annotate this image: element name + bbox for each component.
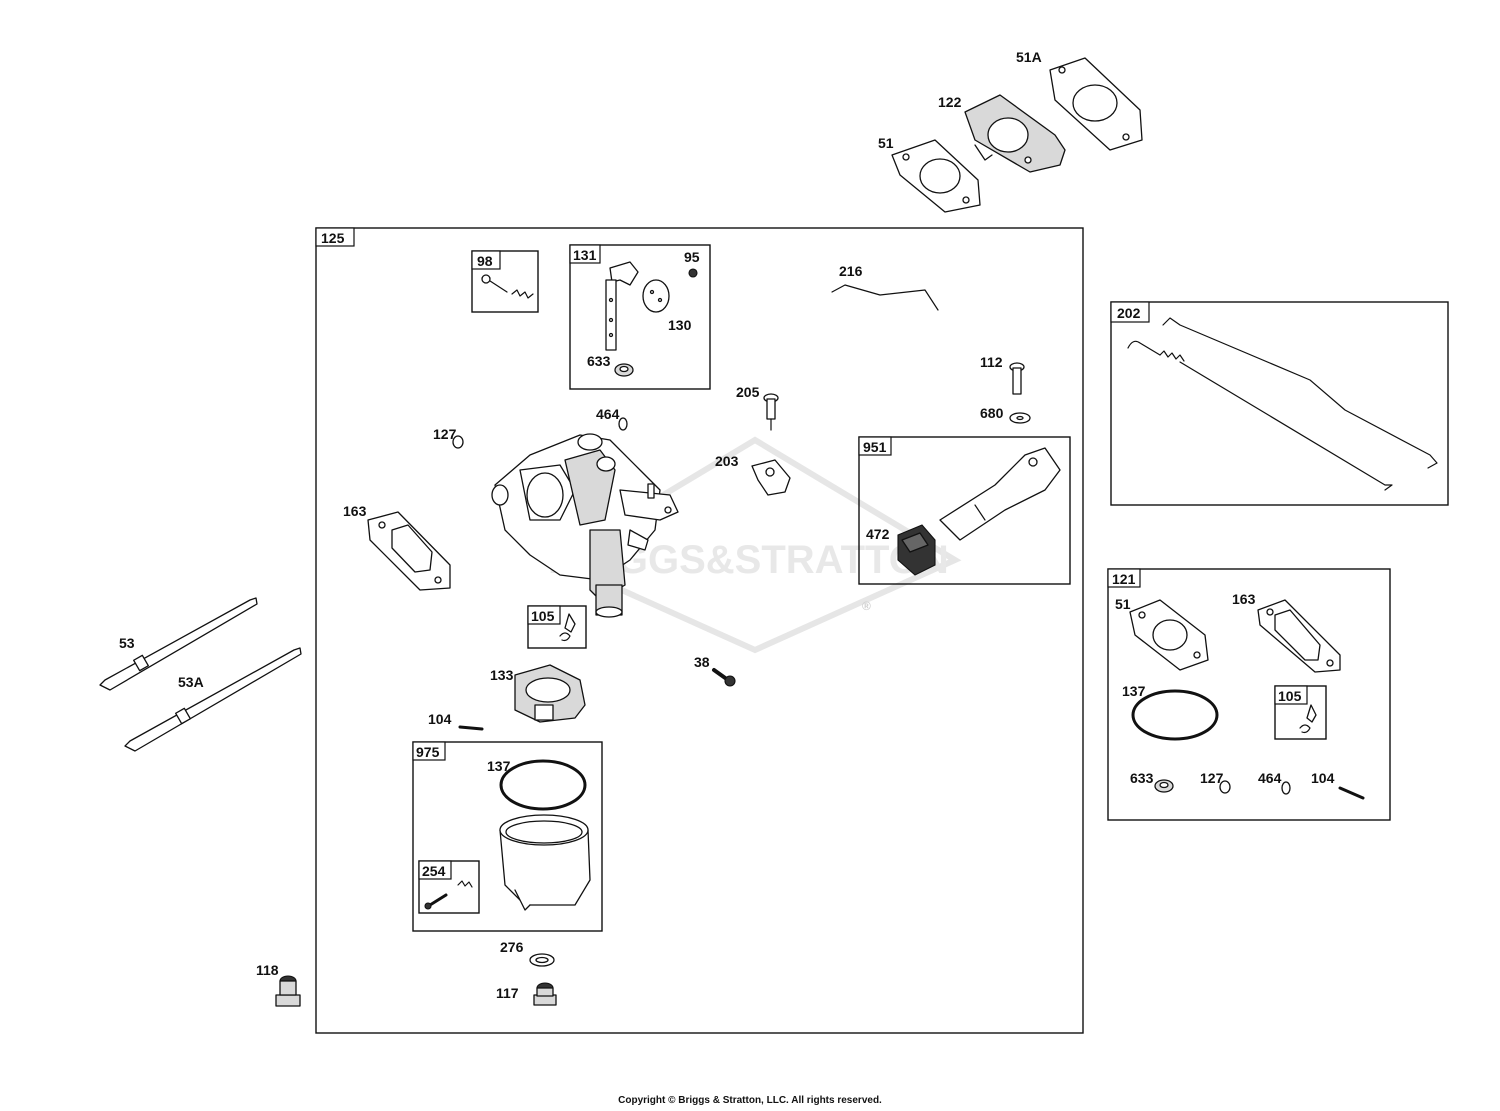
kit-box-121	[1107, 568, 1391, 821]
label-205: 205	[736, 384, 760, 400]
part-51A-gasket[interactable]	[1049, 57, 1143, 151]
part-633-seal[interactable]	[614, 363, 634, 377]
part-131-choke-shaft[interactable]	[605, 261, 639, 351]
label-633: 633	[587, 353, 611, 369]
part-121-gasket-163[interactable]	[1257, 599, 1341, 673]
part-carburetor-body[interactable]	[491, 433, 679, 618]
part-163-gasket[interactable]	[367, 511, 451, 591]
part-216-link[interactable]	[831, 284, 939, 311]
label-472: 472	[866, 526, 890, 542]
part-51-gasket-top[interactable]	[891, 139, 981, 213]
label-38: 38	[694, 654, 710, 670]
label-95: 95	[684, 249, 700, 265]
part-137-o-ring[interactable]	[499, 759, 587, 811]
part-112-screw[interactable]	[1009, 362, 1025, 395]
kit-box-125-label: 125	[321, 230, 345, 246]
part-95-screw[interactable]	[688, 268, 698, 278]
kit-box-98-label: 98	[477, 253, 493, 269]
label-121-137: 137	[1122, 683, 1146, 699]
part-121-washer-464[interactable]	[1281, 781, 1291, 795]
kit-box-105-kit121-label: 105	[1278, 688, 1302, 704]
label-216: 216	[839, 263, 863, 279]
kit-box-121-label: 121	[1112, 571, 1136, 587]
kit-box-951-label: 951	[863, 439, 887, 455]
label-680: 680	[980, 405, 1004, 421]
part-105-needle-valve[interactable]	[559, 613, 576, 642]
label-53A: 53A	[178, 674, 204, 690]
part-951-float[interactable]	[939, 447, 1061, 541]
kit-box-202-label: 202	[1117, 305, 1141, 321]
label-464: 464	[596, 406, 620, 422]
label-51A: 51A	[1016, 49, 1042, 65]
kit-box-131-label: 131	[573, 247, 597, 263]
kit-box-131	[569, 244, 711, 390]
part-121-gasket-51[interactable]	[1129, 599, 1209, 671]
part-121-needle-valve-105[interactable]	[1299, 704, 1317, 734]
kit-box-975-label: 975	[416, 744, 440, 760]
kit-box-125	[315, 227, 1084, 1034]
kit-box-125-tag	[315, 227, 355, 247]
kit-box-254-label: 254	[422, 863, 446, 879]
label-276: 276	[500, 939, 524, 955]
part-121-seal-633[interactable]	[1154, 779, 1174, 793]
kit-box-951	[858, 436, 1071, 585]
part-121-pin-104[interactable]	[1338, 786, 1365, 800]
label-163: 163	[343, 503, 367, 519]
part-98-pin-spring[interactable]	[481, 274, 534, 299]
kit-box-98	[471, 250, 539, 313]
copyright-notice: Copyright © Briggs & Stratton, LLC. All …	[618, 1095, 882, 1106]
label-133: 133	[490, 667, 514, 683]
label-121-127: 127	[1200, 770, 1224, 786]
part-130-choke-plate[interactable]	[642, 279, 670, 313]
kit-box-202	[1110, 301, 1449, 506]
label-121-633: 633	[1130, 770, 1154, 786]
label-122: 122	[938, 94, 962, 110]
label-51: 51	[878, 135, 894, 151]
label-121-464: 464	[1258, 770, 1282, 786]
part-202-governor-rod-spring[interactable]	[1127, 317, 1438, 491]
label-53: 53	[119, 635, 135, 651]
label-127: 127	[433, 426, 457, 442]
part-205-screw[interactable]	[763, 393, 779, 431]
kit-box-105-label: 105	[531, 608, 555, 624]
part-117-bolt[interactable]	[533, 982, 557, 1006]
part-121-o-ring-137[interactable]	[1131, 689, 1219, 741]
label-130: 130	[668, 317, 692, 333]
watermark-registered: ®	[862, 599, 871, 613]
part-133-bowl-gasket[interactable]	[514, 664, 586, 723]
part-122-spacer[interactable]	[964, 94, 1066, 173]
label-203: 203	[715, 453, 739, 469]
part-118-bolt[interactable]	[275, 975, 301, 1007]
part-472-float-pad[interactable]	[897, 524, 936, 576]
part-254-screw-spring[interactable]	[424, 880, 473, 910]
label-121-163: 163	[1232, 591, 1256, 607]
part-53A-stud[interactable]	[124, 647, 302, 752]
label-112: 112	[980, 354, 1003, 370]
kit-box-975	[412, 741, 603, 932]
part-276-washer[interactable]	[529, 953, 555, 967]
part-464-washer[interactable]	[618, 417, 628, 431]
part-53-stud[interactable]	[99, 597, 258, 691]
part-121-plug-127[interactable]	[1219, 780, 1231, 794]
part-127-plug[interactable]	[452, 435, 464, 449]
part-680-washer[interactable]	[1009, 412, 1031, 424]
label-121-51: 51	[1115, 596, 1131, 612]
label-137: 137	[487, 758, 511, 774]
label-117: 117	[496, 985, 519, 1001]
part-38-screw[interactable]	[712, 668, 736, 687]
label-121-104: 104	[1311, 770, 1335, 786]
label-118: 118	[256, 962, 279, 978]
label-104: 104	[428, 711, 452, 727]
part-203-bracket[interactable]	[751, 459, 791, 496]
part-104-pin[interactable]	[458, 725, 484, 731]
part-975-float-bowl[interactable]	[499, 814, 591, 911]
